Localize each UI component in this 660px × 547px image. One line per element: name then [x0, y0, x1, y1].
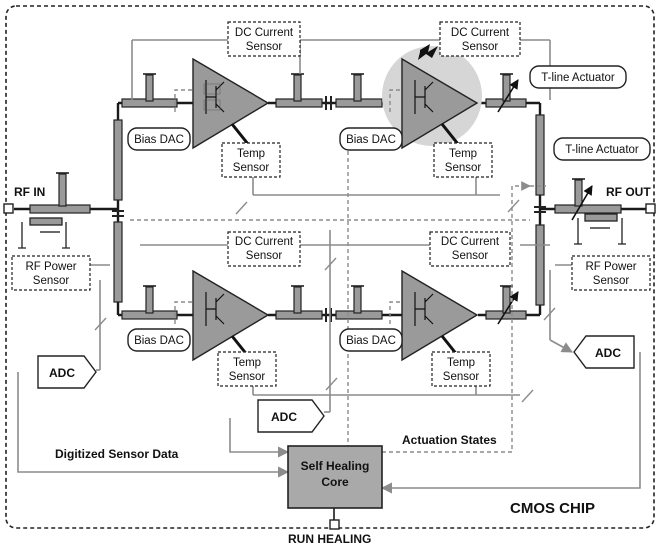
- dc-current-sensor-top-left: DC Current Sensor: [227, 21, 301, 57]
- rf-in-label: RF IN: [14, 185, 45, 199]
- temp-sensor-label: Sensor: [445, 162, 482, 174]
- adc-left: ADC: [37, 355, 97, 389]
- dc-current-sensor-bottom-right: DC Current Sensor: [429, 231, 511, 267]
- bias-dac-bottom-left: Bias DAC: [127, 328, 191, 352]
- bias-dac-label: Bias DAC: [134, 335, 184, 347]
- dc-current-sensor-label: DC Current: [451, 27, 510, 39]
- rf-power-sensor-label: Sensor: [593, 275, 630, 287]
- adc-center: ADC: [257, 399, 325, 433]
- temp-sensor-bottom-left: Temp Sensor: [217, 351, 277, 387]
- temp-sensor-bottom-right: Temp Sensor: [431, 351, 491, 387]
- rf-signal-path: [14, 101, 648, 317]
- chip-label: CMOS CHIP: [510, 500, 595, 517]
- temp-sensor-label: Sensor: [229, 371, 266, 383]
- temp-sensor-label: Sensor: [443, 371, 480, 383]
- temp-sensor-top-left: Temp Sensor: [221, 142, 281, 178]
- rf-out-port: [645, 203, 656, 214]
- dc-current-sensor-label: Sensor: [246, 250, 283, 262]
- run-healing-label: RUN HEALING: [288, 532, 371, 546]
- coupling-capacitors: [112, 96, 546, 322]
- rf-power-sensor-label: RF Power: [585, 261, 636, 273]
- dc-current-sensor-label: Sensor: [452, 250, 489, 262]
- bias-dac-label: Bias DAC: [346, 335, 396, 347]
- tline-actuator-right: T-line Actuator: [553, 137, 651, 161]
- bias-dac-bottom-right: Bias DAC: [339, 328, 403, 352]
- bus-slashes: [94, 199, 556, 403]
- temp-sensor-label: Sensor: [233, 162, 270, 174]
- rf-power-sensor-label: Sensor: [33, 275, 70, 287]
- adc-label: ADC: [271, 410, 297, 424]
- adc-label: ADC: [595, 346, 621, 360]
- bias-dac-top-left: Bias DAC: [127, 127, 191, 151]
- digitized-sensor-data-label: Digitized Sensor Data: [55, 447, 179, 461]
- adc-right: ADC: [573, 335, 635, 369]
- dc-current-sensor-top-right: DC Current Sensor: [439, 21, 521, 57]
- fault-spark-icon: [418, 44, 438, 60]
- rf-power-sensor-input: RF Power Sensor: [11, 255, 91, 291]
- dc-current-sensor-label: Sensor: [246, 41, 283, 53]
- dc-current-sensor-label: DC Current: [235, 27, 294, 39]
- amplifier-bottom-right: [401, 269, 479, 362]
- amplifier-bottom-left: [192, 269, 270, 362]
- temp-sensor-label: Temp: [237, 148, 265, 160]
- actuation-states-label: Actuation States: [402, 433, 497, 447]
- tline-actuator-label: T-line Actuator: [541, 72, 615, 84]
- rf-power-sensor-label: RF Power: [25, 261, 76, 273]
- stub-terminations: [56, 73, 585, 287]
- core-label: Self Healing: [301, 459, 370, 473]
- amplifier-top-right: [401, 57, 479, 150]
- temp-sensor-label: Temp: [449, 148, 477, 160]
- core-label: Core: [321, 475, 349, 489]
- tline-actuator-label: T-line Actuator: [565, 144, 639, 156]
- adc-label: ADC: [49, 366, 75, 380]
- dc-current-sensor-label: Sensor: [462, 41, 499, 53]
- rf-in-port: [3, 203, 14, 214]
- dc-current-sensor-label: DC Current: [235, 236, 294, 248]
- actuator-arrows: [497, 79, 593, 325]
- amplifier-top-left: [192, 57, 270, 150]
- temp-sensor-label: Temp: [233, 357, 261, 369]
- dc-current-sensor-label: DC Current: [441, 236, 500, 248]
- transmission-lines: [29, 74, 622, 320]
- tline-actuator-top: T-line Actuator: [529, 65, 627, 89]
- rf-power-sensor-output: RF Power Sensor: [571, 255, 651, 291]
- temp-sensor-label: Temp: [447, 357, 475, 369]
- rf-out-label: RF OUT: [606, 185, 651, 199]
- sensor-wiring: [17, 39, 641, 520]
- rf-power-couplers: [18, 213, 626, 249]
- self-healing-core: Self Healing Core: [287, 445, 383, 509]
- bias-dac-top-right: Bias DAC: [339, 127, 403, 151]
- bias-dac-label: Bias DAC: [134, 134, 184, 146]
- run-healing-port: [329, 519, 340, 530]
- bias-dac-label: Bias DAC: [346, 134, 396, 146]
- dc-current-sensor-bottom-left: DC Current Sensor: [227, 231, 301, 267]
- temp-sensor-top-right: Temp Sensor: [433, 142, 493, 178]
